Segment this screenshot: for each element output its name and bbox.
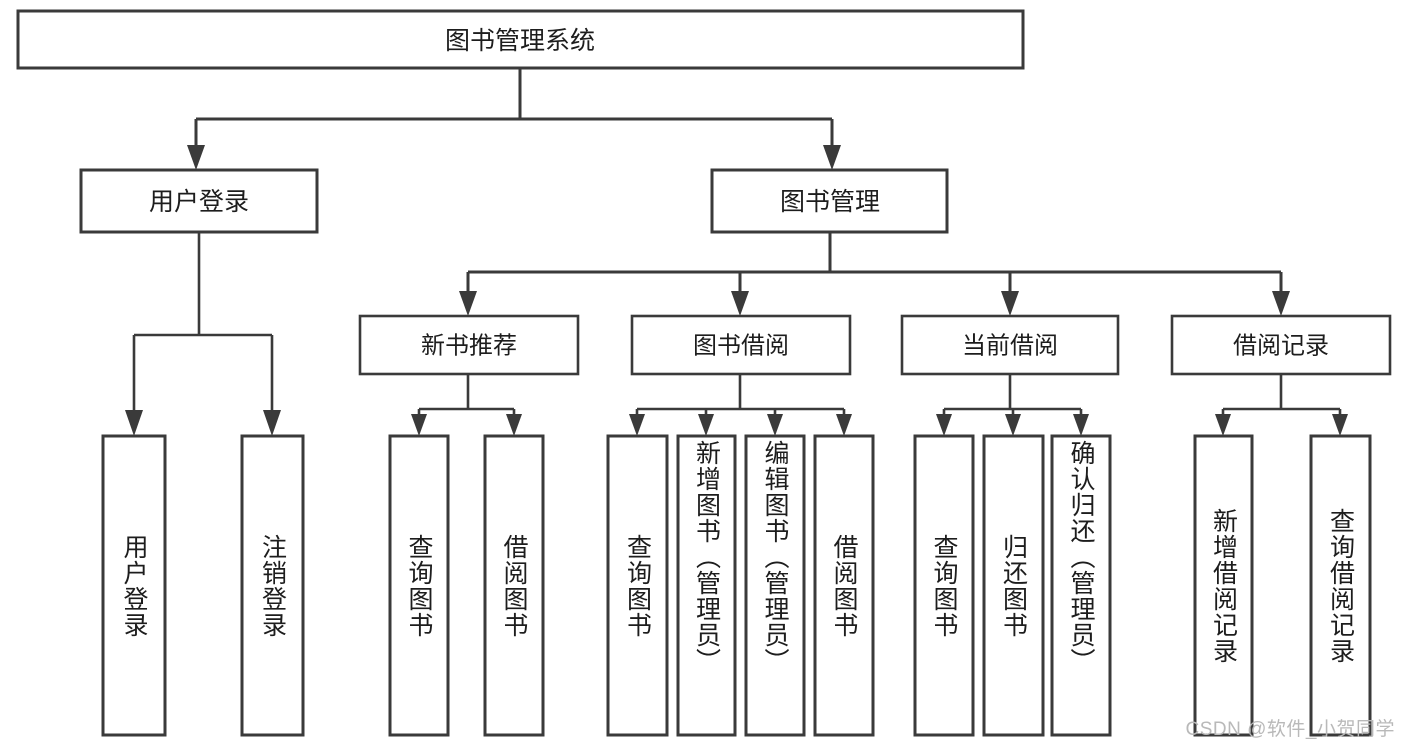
- connector-current-borrow-to-leaves: [936, 374, 1089, 436]
- arrow-head-user-login: [187, 145, 205, 170]
- node-new-book-recommend-label: 新书推荐: [421, 333, 517, 360]
- leaf-boxes-borrow-records: [1193, 434, 1372, 737]
- arrow-head-current-borrow-leaf-0: [936, 414, 952, 436]
- leaf-box-current-borrow-0[interactable]: [913, 434, 975, 737]
- arrow-head-book-borrow: [731, 291, 749, 316]
- csdn-watermark: CSDN @软件_小贺同学: [1185, 719, 1395, 740]
- node-user-login[interactable]: 用户登录: [79, 168, 319, 234]
- leaf-box-book-borrow-3[interactable]: [813, 434, 875, 737]
- arrow-head-user-login-leaf-1: [263, 410, 281, 436]
- leaf-box-user-login-0[interactable]: [101, 434, 167, 737]
- arrow-head-new-book: [459, 291, 477, 316]
- node-user-login-label: 用户登录: [149, 188, 249, 216]
- leaf-box-book-borrow-1[interactable]: [676, 434, 737, 737]
- arrow-head-current-borrow: [1001, 291, 1019, 316]
- leaf-box-new-book-1[interactable]: [483, 434, 545, 737]
- leaf-box-book-borrow-0[interactable]: [606, 434, 669, 737]
- leaf-box-current-borrow-1[interactable]: [982, 434, 1045, 737]
- node-book-borrow[interactable]: 图书借阅: [630, 314, 852, 376]
- node-current-borrow-label: 当前借阅: [962, 333, 1058, 360]
- node-new-book-recommend-box[interactable]: [358, 314, 580, 376]
- node-book-borrow-label: 图书借阅: [693, 333, 789, 360]
- connector-borrow-records-to-leaves: [1215, 374, 1348, 436]
- arrow-head-new-book-leaf-1: [506, 414, 522, 436]
- arrow-head-borrow-records-leaf-1: [1332, 414, 1348, 436]
- node-root-label: 图书管理系统: [445, 27, 595, 55]
- arrow-head-borrow-records: [1272, 291, 1290, 316]
- arrow-head-book-borrow-leaf-1: [698, 414, 714, 436]
- connector-user-login-to-leaves: [125, 232, 281, 436]
- arrow-head-book-borrow-leaf-3: [836, 414, 852, 436]
- leaf-boxes-new-book-recommend: [388, 434, 545, 737]
- node-current-borrow[interactable]: 当前借阅: [900, 314, 1120, 376]
- node-root-box[interactable]: [16, 9, 1025, 70]
- leaf-boxes-current-borrow: [913, 434, 1112, 737]
- node-book-borrow-box[interactable]: [630, 314, 852, 376]
- arrow-head-book-management: [823, 145, 841, 170]
- node-borrow-records[interactable]: 借阅记录: [1170, 314, 1392, 376]
- arrow-head-new-book-leaf-0: [411, 414, 427, 436]
- connector-root-to-level1: [187, 68, 841, 170]
- leaf-box-new-book-0[interactable]: [388, 434, 450, 737]
- node-book-management-label: 图书管理: [780, 188, 880, 216]
- arrow-head-book-borrow-leaf-0: [629, 414, 645, 436]
- leaf-box-borrow-records-1[interactable]: [1309, 434, 1372, 737]
- node-book-management[interactable]: 图书管理: [710, 168, 949, 234]
- leaf-boxes-book-borrow: [606, 434, 875, 737]
- connector-book-management-to-level2: [459, 232, 1290, 316]
- leaf-box-book-borrow-2[interactable]: [744, 434, 806, 737]
- arrow-head-user-login-leaf-0: [125, 410, 143, 436]
- leaf-box-borrow-records-0[interactable]: [1193, 434, 1254, 737]
- node-borrow-records-label: 借阅记录: [1233, 333, 1329, 360]
- node-book-management-box[interactable]: [710, 168, 949, 234]
- arrow-head-borrow-records-leaf-0: [1215, 414, 1231, 436]
- node-borrow-records-box[interactable]: [1170, 314, 1392, 376]
- leaf-box-current-borrow-2[interactable]: [1050, 434, 1112, 737]
- arrow-head-book-borrow-leaf-2: [767, 414, 783, 436]
- connector-new-book-to-leaves: [411, 374, 522, 436]
- leaf-box-user-login-1[interactable]: [240, 434, 305, 737]
- arrow-head-current-borrow-leaf-1: [1005, 414, 1021, 436]
- node-user-login-box[interactable]: [79, 168, 319, 234]
- leaf-boxes-user-login: [101, 434, 305, 737]
- node-root[interactable]: 图书管理系统: [16, 9, 1025, 70]
- node-new-book-recommend[interactable]: 新书推荐: [358, 314, 580, 376]
- connector-book-borrow-to-leaves: [629, 374, 852, 436]
- node-current-borrow-box[interactable]: [900, 314, 1120, 376]
- arrow-head-current-borrow-leaf-2: [1073, 414, 1089, 436]
